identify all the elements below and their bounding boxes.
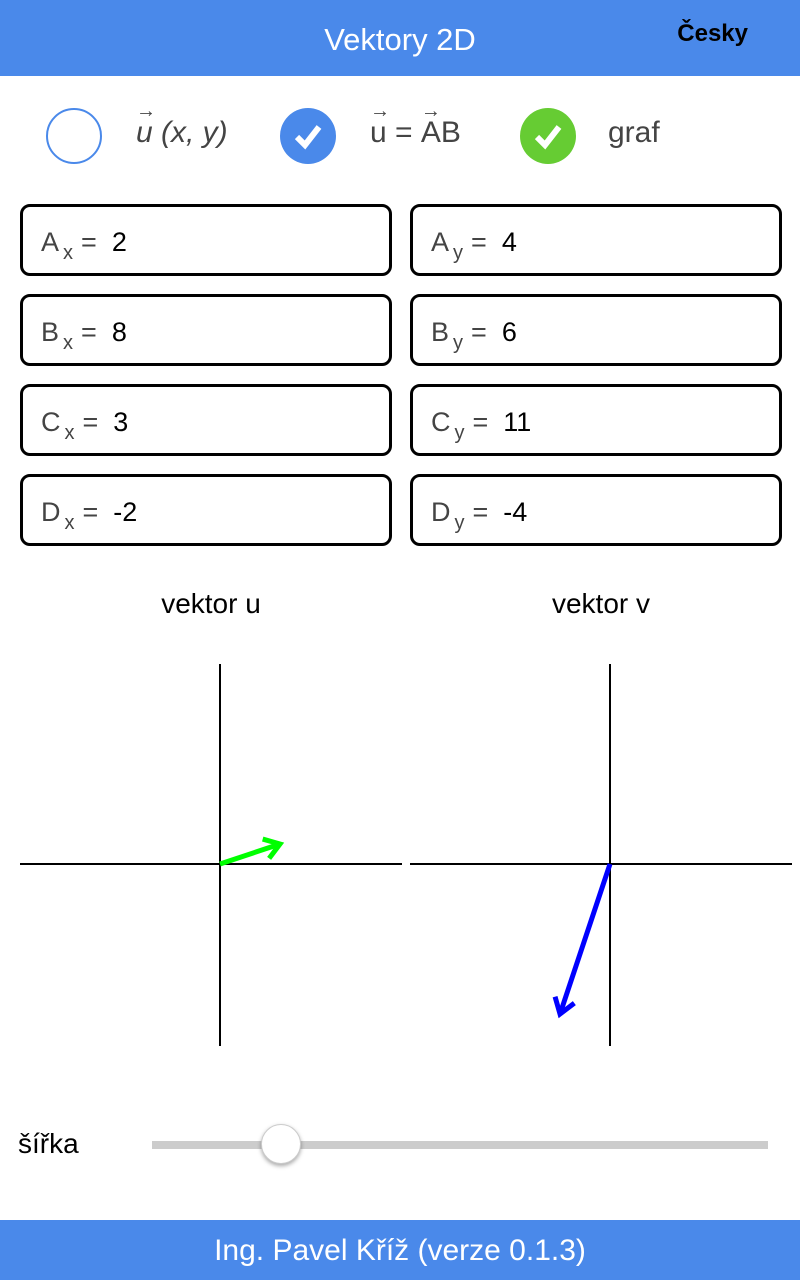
point-name: D xyxy=(41,497,61,527)
field-value: 11 xyxy=(503,407,532,437)
option-graf-label: graf xyxy=(608,116,660,149)
field-value: 4 xyxy=(501,227,517,257)
graph-u-title: vektor u xyxy=(161,588,261,619)
point-name: C xyxy=(431,407,451,437)
equals: = xyxy=(82,407,99,437)
point-name: D xyxy=(431,497,451,527)
check-icon xyxy=(294,125,322,150)
field-value: -2 xyxy=(113,497,138,527)
option-u-xy-label: u (x, y) xyxy=(136,100,228,150)
vector-u-arrowhead xyxy=(262,836,285,860)
width-slider-thumb[interactable] xyxy=(261,1124,302,1164)
point-name: B xyxy=(431,317,450,347)
coords-text: (x, y) xyxy=(152,116,228,149)
field-value: 6 xyxy=(501,317,517,347)
point-name: B xyxy=(41,317,60,347)
radio-u-ab[interactable] xyxy=(280,108,336,164)
vector-v xyxy=(557,863,613,1015)
option-u-ab-label: u = AB xyxy=(370,100,461,150)
slider-label: šířka xyxy=(18,1128,79,1159)
axis-sub: y xyxy=(453,332,464,354)
app-header: Vektory 2D Česky xyxy=(0,0,800,76)
field-value: 8 xyxy=(111,317,127,347)
axis-sub: x xyxy=(64,422,75,444)
equals: = xyxy=(472,497,489,527)
point-name: C xyxy=(41,407,61,437)
checkbox-graf[interactable] xyxy=(520,108,576,164)
axis-sub: x xyxy=(63,332,74,354)
vector-u xyxy=(219,841,281,867)
axis-sub: y xyxy=(454,512,465,534)
axis-sub: x xyxy=(63,242,74,264)
app-title: Vektory 2D xyxy=(324,22,476,57)
field-value: 3 xyxy=(113,407,129,437)
axis-sub: x xyxy=(64,512,75,534)
vector-v-arrowhead xyxy=(552,996,576,1019)
radio-u-xy[interactable] xyxy=(46,108,102,164)
field-value: 2 xyxy=(111,227,127,257)
vector-symbol: u xyxy=(136,100,156,150)
point-name: A xyxy=(431,227,450,257)
field-value: -4 xyxy=(503,497,528,527)
language-button[interactable]: Česky xyxy=(677,20,748,47)
check-icon xyxy=(534,125,562,150)
graph-v-title: vektor v xyxy=(551,588,651,619)
axis-sub: y xyxy=(454,422,465,444)
equals: = xyxy=(82,497,99,527)
width-slider-track[interactable] xyxy=(152,1141,768,1149)
axis-sub: y xyxy=(453,242,464,264)
graph-u xyxy=(20,664,402,1046)
vector-symbol: u xyxy=(370,100,390,150)
equals: = xyxy=(81,317,97,347)
equals: = xyxy=(472,407,489,437)
graph-v xyxy=(410,664,792,1046)
equals: = xyxy=(471,317,487,347)
equals: = xyxy=(386,116,421,149)
footer: Ing. Pavel Kříž (verze 0.1.3) xyxy=(0,1220,800,1280)
equals: = xyxy=(81,227,97,257)
vector-ab: AB xyxy=(421,100,461,150)
equals: = xyxy=(471,227,487,257)
point-name: A xyxy=(41,227,60,257)
